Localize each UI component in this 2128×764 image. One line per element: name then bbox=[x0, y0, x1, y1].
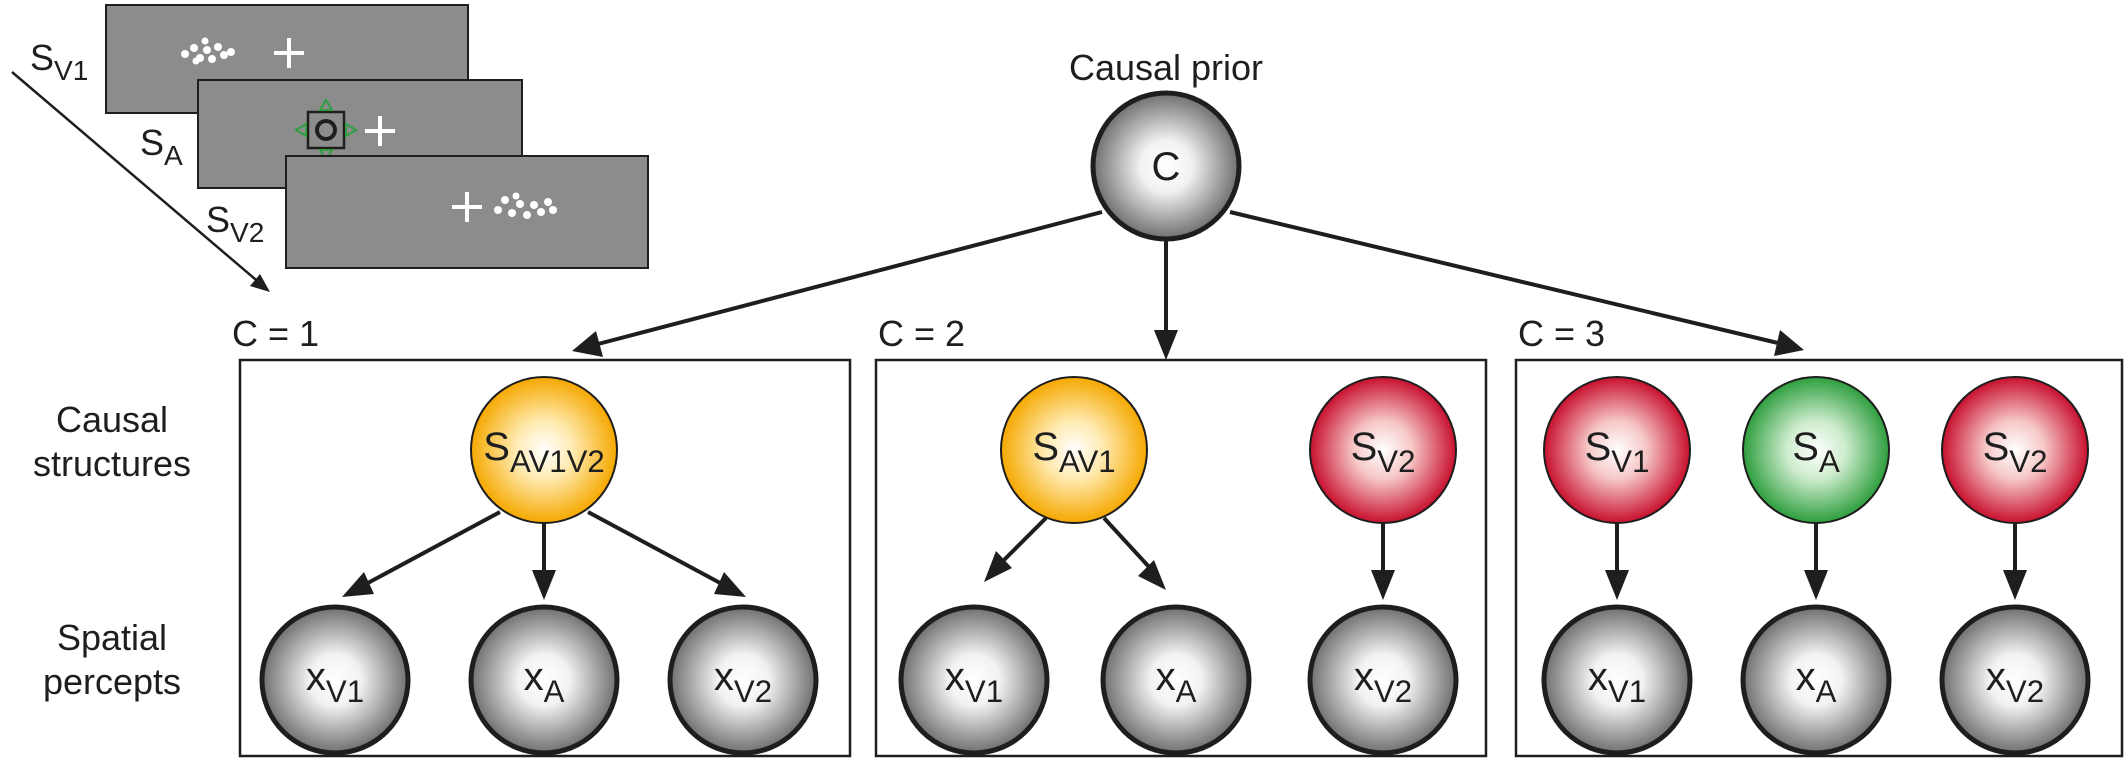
svg-text:xV1: xV1 bbox=[1588, 655, 1646, 709]
panel-title: C = 1 bbox=[232, 313, 319, 354]
percept-node-xv1: xV1 bbox=[1541, 604, 1693, 756]
svg-text:Causal: Causal bbox=[56, 399, 168, 440]
svg-text:xV2: xV2 bbox=[714, 655, 772, 709]
time-arrow-line bbox=[11, 71, 263, 286]
fixation-cross-1 bbox=[274, 38, 304, 68]
svg-text:SV2: SV2 bbox=[1983, 425, 2048, 479]
percept-node-xv2: xV2 bbox=[667, 604, 819, 756]
dot-cloud-v1 bbox=[181, 37, 235, 65]
panel-title: C = 3 bbox=[1518, 313, 1605, 354]
panel-c2: C = 2 SAV1 SV2 xV1 xA xV2 bbox=[874, 313, 1488, 758]
edges bbox=[342, 510, 746, 600]
label-sv1: SV1 bbox=[30, 37, 88, 86]
svg-text:structures: structures bbox=[33, 443, 191, 484]
percept-node-xv2: xV2 bbox=[1939, 604, 2091, 756]
panel-frame bbox=[874, 358, 1488, 758]
svg-text:Spatial: Spatial bbox=[57, 617, 167, 658]
svg-text:SA: SA bbox=[1792, 425, 1840, 479]
panel-c1: C = 1 SAV1V2 xV1 xA xV2 bbox=[232, 313, 852, 758]
svg-text:xV2: xV2 bbox=[1986, 655, 2044, 709]
label-sa: SA bbox=[140, 122, 183, 171]
label-sv2: SV2 bbox=[206, 199, 264, 248]
dot-cloud-v2 bbox=[494, 192, 557, 219]
source-node-sav1: SAV1 bbox=[1000, 376, 1148, 524]
panel-c3: C = 3 SV1 SA SV2 xV1 xA bbox=[1514, 313, 2124, 758]
time-arrow-head bbox=[250, 274, 270, 292]
svg-text:xA: xA bbox=[1156, 655, 1197, 709]
stimulus-sequence: SV1 SA SV2 bbox=[11, 4, 649, 292]
edges bbox=[984, 516, 1395, 600]
panel-frame bbox=[1514, 358, 2124, 758]
source-node-sav1v2: SAV1V2 bbox=[470, 376, 618, 524]
percept-node-xa: xA bbox=[468, 604, 620, 756]
percept-node-xa: xA bbox=[1740, 604, 1892, 756]
speaker-icon bbox=[294, 98, 358, 162]
source-node-sv2: SV2 bbox=[1309, 376, 1457, 524]
prior-node: C bbox=[1090, 90, 1242, 242]
svg-text:SAV1: SAV1 bbox=[1032, 425, 1115, 479]
edges bbox=[1605, 523, 2027, 600]
panel-title: C = 2 bbox=[878, 313, 965, 354]
panel-frame bbox=[238, 358, 852, 758]
source-node-sa: SA bbox=[1742, 376, 1890, 524]
percept-node-xv1: xV1 bbox=[898, 604, 1050, 756]
prior-title: Causal prior bbox=[1069, 47, 1263, 88]
svg-text:SAV1V2: SAV1V2 bbox=[483, 425, 604, 479]
percept-node-xv2: xV2 bbox=[1307, 604, 1459, 756]
source-node-sv2: SV2 bbox=[1941, 376, 2089, 524]
fixation-cross-2 bbox=[365, 116, 395, 146]
fixation-cross-3 bbox=[452, 192, 482, 222]
percept-node-xa: xA bbox=[1100, 604, 1252, 756]
row-label-structures: Causal structures bbox=[33, 399, 191, 484]
svg-text:percepts: percepts bbox=[43, 661, 181, 702]
svg-text:xA: xA bbox=[524, 655, 565, 709]
svg-text:xA: xA bbox=[1796, 655, 1837, 709]
svg-text:xV1: xV1 bbox=[945, 655, 1003, 709]
percept-node-xv1: xV1 bbox=[259, 604, 411, 756]
prior-arrows bbox=[572, 210, 1804, 360]
svg-text:SV2: SV2 bbox=[1351, 425, 1416, 479]
svg-text:xV2: xV2 bbox=[1354, 655, 1412, 709]
svg-text:SV1: SV1 bbox=[1585, 425, 1650, 479]
svg-text:xV1: xV1 bbox=[306, 655, 364, 709]
svg-text:C: C bbox=[1152, 145, 1181, 189]
source-node-sv1: SV1 bbox=[1543, 376, 1691, 524]
row-label-percepts: Spatial percepts bbox=[43, 617, 181, 702]
